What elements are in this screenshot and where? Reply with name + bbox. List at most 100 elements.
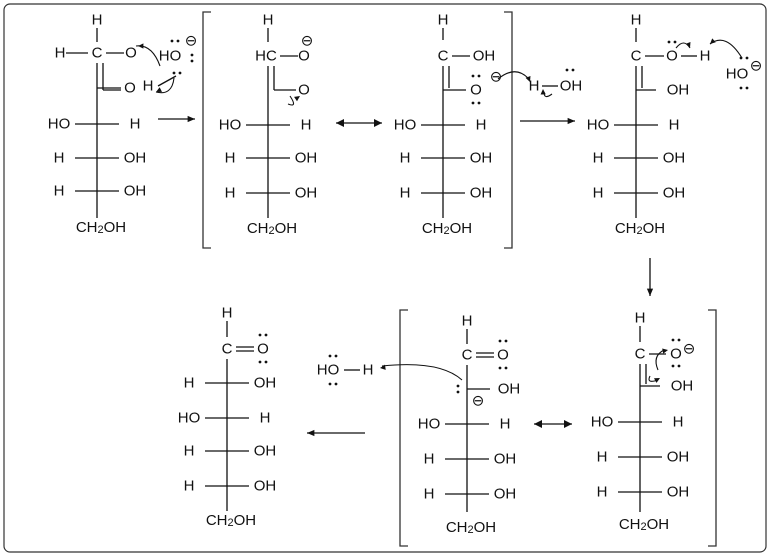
- lone-pair-dot: [477, 74, 481, 78]
- atom-h: H: [143, 78, 154, 95]
- substituent-left: HO: [178, 410, 201, 427]
- substituent-left: H: [597, 484, 608, 501]
- water: HO: [317, 362, 340, 379]
- atom-oh: OH: [671, 378, 694, 395]
- lone-pair-dot: [677, 364, 681, 368]
- terminal-group: CH2OH: [615, 220, 665, 238]
- lone-pair-dot: [178, 71, 182, 75]
- substituent-right: OH: [295, 185, 318, 202]
- curved-arrowhead: [156, 87, 162, 92]
- atom-o: O: [666, 48, 678, 65]
- substituent-left: H: [400, 150, 411, 167]
- lone-pair-dot: [190, 53, 194, 57]
- terminal-group: CH2OH: [619, 516, 669, 534]
- atom-h: H: [92, 12, 103, 29]
- substituent-left: H: [400, 185, 411, 202]
- substituent-right: OH: [470, 185, 493, 202]
- substituent-right: OH: [470, 150, 493, 167]
- substituent-left: HO: [418, 416, 441, 433]
- substituent-right: OH: [254, 478, 277, 495]
- substituent-left: H: [184, 478, 195, 495]
- terminal-group: CH2OH: [422, 220, 472, 238]
- lone-pair-dot: [190, 59, 194, 63]
- substituent-right: H: [669, 117, 680, 134]
- lone-pair-dot: [334, 382, 338, 386]
- electron-flow-arrow: [497, 71, 529, 80]
- atom-c: C: [631, 48, 642, 65]
- atom-o: O: [257, 341, 269, 358]
- curved-arrowhead: [710, 38, 716, 44]
- atom-h: H: [222, 305, 233, 322]
- right-bracket: [708, 309, 717, 547]
- electron-flow-arrow: [709, 39, 743, 59]
- lone-pair-dot: [170, 39, 174, 43]
- substituent-right: OH: [667, 484, 690, 501]
- lone-pair-dot: [471, 101, 475, 105]
- atom-o: O: [124, 80, 136, 97]
- substituent-left: H: [184, 375, 195, 392]
- lone-pair-dot: [677, 338, 681, 342]
- atom-oh: OH: [560, 78, 583, 95]
- atom-h: H: [263, 12, 274, 29]
- lone-pair-dot: [264, 360, 268, 364]
- atom-c: C: [462, 347, 473, 364]
- charge: ⊖: [185, 33, 198, 50]
- lone-pair-dot: [477, 101, 481, 105]
- atom-h: H: [55, 45, 66, 62]
- substituent-right: OH: [663, 150, 686, 167]
- atom-oh: OH: [473, 48, 496, 65]
- substituent-right: H: [500, 416, 511, 433]
- atom-oh: OH: [498, 381, 521, 398]
- hydroxide: HO: [159, 48, 182, 65]
- atom-h: H: [462, 313, 473, 330]
- lone-pair-dot: [258, 333, 262, 337]
- curved-arrowhead: [662, 348, 668, 354]
- charge: ⊖: [750, 58, 763, 75]
- atom-h: H: [631, 12, 642, 29]
- substituent-left: H: [54, 150, 65, 167]
- terminal-group: CH2OH: [76, 219, 126, 237]
- lone-pair-dot: [498, 366, 502, 370]
- terminal-group: CH2OH: [206, 512, 256, 530]
- lone-pair-dot: [334, 354, 338, 358]
- substituent-left: H: [54, 183, 65, 200]
- substituent-left: H: [424, 451, 435, 468]
- lone-pair-dot: [456, 384, 460, 388]
- atom-oh: OH: [667, 82, 690, 99]
- substituent-left: HO: [587, 117, 610, 134]
- right-bracket: [504, 11, 513, 249]
- arrowhead: [187, 115, 195, 123]
- curved-arrowhead: [138, 43, 144, 49]
- arrowhead: [564, 420, 572, 428]
- substituent-left: HO: [48, 116, 71, 133]
- atom-h: H: [700, 48, 711, 65]
- substituent-right: H: [673, 414, 684, 431]
- substituent-left: H: [597, 449, 608, 466]
- arrowhead: [646, 288, 654, 296]
- electron-flow-arrow: [287, 95, 295, 106]
- curved-arrowhead: [540, 89, 546, 95]
- lone-pair-dot: [504, 366, 508, 370]
- charge: ⊖: [683, 341, 696, 358]
- left-bracket: [399, 309, 408, 547]
- lone-pair-dot: [739, 86, 743, 90]
- lone-pair-dot: [258, 360, 262, 364]
- terminal-group: CH2OH: [446, 519, 496, 537]
- substituent-left: H: [424, 486, 435, 503]
- substituent-left: H: [184, 443, 195, 460]
- lone-pair-dot: [745, 56, 749, 60]
- substituent-right: H: [476, 117, 487, 134]
- lone-pair-dot: [328, 382, 332, 386]
- atom-h: H: [438, 12, 449, 29]
- curved-arrowhead: [685, 42, 691, 48]
- substituent-right: H: [260, 410, 271, 427]
- substituent-right: H: [130, 116, 141, 133]
- lone-pair-dot: [498, 339, 502, 343]
- substituent-left: HO: [394, 117, 417, 134]
- substituent-left: H: [593, 150, 604, 167]
- substituent-left: H: [225, 185, 236, 202]
- charge: ⊖: [490, 69, 503, 86]
- lone-pair-dot: [745, 86, 749, 90]
- lone-pair-dot: [504, 339, 508, 343]
